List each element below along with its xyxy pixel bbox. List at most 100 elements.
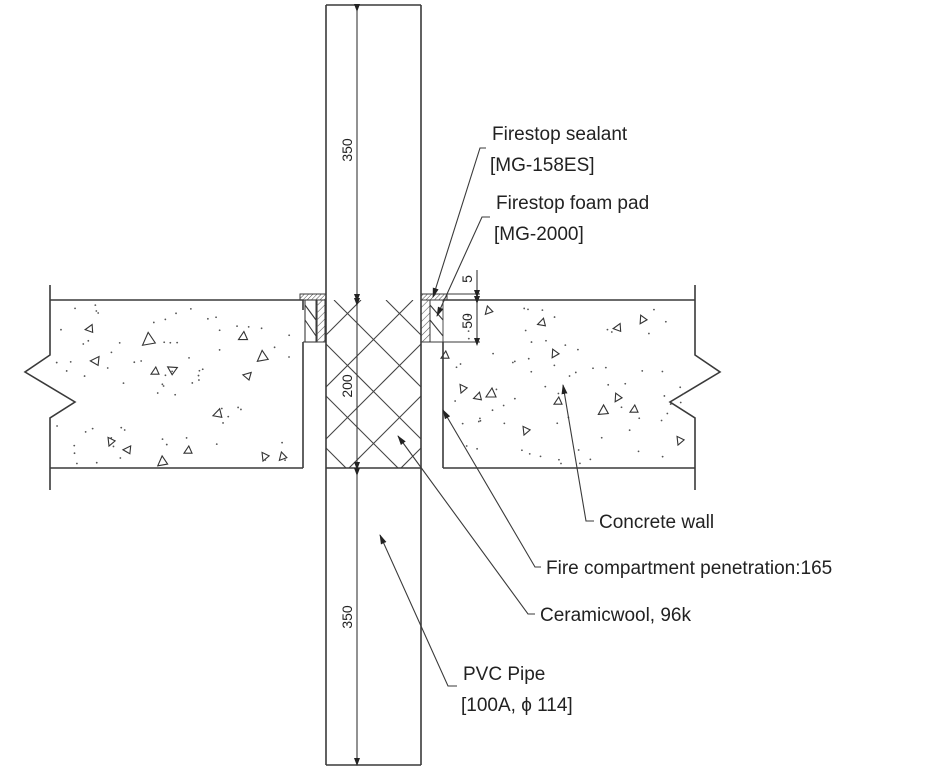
- aggregate-dot: [156, 392, 159, 394]
- crosshatch-line: [421, 300, 621, 500]
- aggregate-dot: [511, 361, 514, 364]
- aggregate-dot: [74, 307, 76, 310]
- aggregate-dot: [247, 325, 250, 328]
- dimension-sealant-value: 5: [459, 275, 475, 283]
- aggregate-dot: [284, 459, 286, 462]
- aggregate-dot: [503, 422, 506, 425]
- aggregate-dot: [663, 395, 666, 397]
- aggregate-dot: [110, 436, 113, 439]
- dimension-pipe-top-value: 350: [339, 138, 355, 162]
- aggregate-dot: [589, 458, 592, 461]
- aggregate-dot: [492, 352, 494, 355]
- aggregate-dot: [513, 397, 516, 400]
- aggregate-mark: [278, 450, 288, 462]
- aggregate-dot: [495, 388, 498, 391]
- aggregate-mark: [166, 366, 179, 376]
- label-pipe-spec: [100A, ϕ 114]: [461, 695, 573, 716]
- aggregate-dot: [467, 315, 469, 317]
- aggregate-dot: [162, 385, 165, 387]
- aggregate-dot: [174, 393, 177, 396]
- aggregate-dot: [94, 304, 97, 307]
- aggregate-dot: [84, 431, 87, 433]
- aggregate-dot: [669, 403, 672, 405]
- aggregate-mark: [472, 391, 483, 401]
- aggregate-mark: [552, 395, 563, 405]
- aggregate-dot: [169, 341, 172, 344]
- aggregate-dot: [465, 445, 468, 447]
- aggregate-dot: [161, 383, 164, 386]
- aggregate-mark: [211, 407, 223, 419]
- aggregate-dot: [648, 332, 650, 335]
- crosshatch-line: [0, 300, 153, 500]
- label-ceramicwool: Ceramicwool, 96k: [540, 605, 691, 626]
- crosshatch-line: [326, 300, 362, 336]
- aggregate-mark: [256, 349, 270, 363]
- crosshatch-line: [490, 300, 690, 500]
- aggregate-dot: [222, 422, 224, 424]
- crosshatch-line: [348, 395, 421, 468]
- aggregate-mark: [484, 386, 497, 398]
- callout-penetration: Fire compartment penetration:165: [442, 409, 832, 579]
- callout-concrete-wall: Concrete wall: [561, 384, 714, 533]
- aggregate-dot: [171, 370, 174, 373]
- aggregate-mark: [261, 451, 271, 463]
- dimension-foam-value: 50: [459, 313, 475, 329]
- aggregate-dot: [556, 422, 559, 425]
- aggregate-dot: [530, 341, 533, 343]
- aggregate-dot: [679, 401, 682, 404]
- aggregate-dot: [476, 447, 479, 450]
- aggregate-dot: [260, 327, 263, 330]
- aggregate-dot: [600, 436, 603, 439]
- aggregate-dot: [165, 443, 168, 446]
- aggregate-mark: [439, 349, 450, 359]
- aggregate-dot: [682, 392, 685, 395]
- aggregate-dot: [176, 341, 179, 344]
- aggregate-dot: [524, 329, 527, 332]
- aggregate-dot: [55, 361, 58, 364]
- aggregate-dot: [110, 351, 113, 354]
- aggregate-dot: [95, 461, 98, 464]
- aggregate-dot: [558, 458, 560, 461]
- crosshatch-line: [400, 447, 421, 468]
- aggregate-dot: [527, 357, 530, 360]
- aggregate-dot: [288, 356, 290, 358]
- aggregate-dot: [140, 360, 143, 362]
- aggregate-dot: [120, 426, 123, 429]
- label-pipe-name: PVC Pipe: [463, 664, 545, 685]
- aggregate-mark: [628, 403, 639, 413]
- aggregate-dot: [76, 462, 78, 465]
- aggregate-texture-right: [439, 304, 686, 465]
- aggregate-dot: [637, 450, 640, 453]
- aggregate-dot: [577, 449, 580, 451]
- aggregate-dot: [491, 409, 494, 412]
- aggregate-dot: [215, 316, 217, 319]
- aggregate-dot: [661, 370, 664, 373]
- label-foam-product: [MG-2000]: [494, 224, 584, 245]
- callout-firestop-foam-pad: Firestop foam pad [MG-2000]: [436, 193, 649, 317]
- aggregate-dot: [201, 368, 204, 371]
- aggregate-dot: [106, 367, 109, 369]
- aggregate-dot: [461, 422, 464, 425]
- dimension-pipe-bottom-value: 350: [339, 605, 355, 629]
- aggregate-dot: [227, 415, 230, 418]
- aggregate-dot: [220, 407, 223, 410]
- crosshatch-line: [109, 300, 309, 500]
- aggregate-dot: [628, 429, 631, 432]
- aggregate-dot: [65, 370, 68, 372]
- aggregate-dot: [73, 444, 76, 447]
- aggregate-mark: [107, 436, 117, 448]
- aggregate-dot: [188, 356, 190, 359]
- aggregate-mark: [237, 330, 249, 341]
- aggregate-dot: [527, 308, 529, 311]
- label-penetration: Fire compartment penetration:165: [546, 558, 832, 579]
- aggregate-dot: [545, 339, 547, 342]
- label-concrete-wall: Concrete wall: [599, 512, 714, 533]
- aggregate-dot: [56, 425, 58, 427]
- callout-ceramicwool: Ceramicwool, 96k: [397, 435, 691, 626]
- aggregate-mark: [551, 348, 561, 359]
- dimension-pipe-top: 350: [339, 4, 360, 302]
- aggregate-dot: [87, 339, 90, 342]
- aggregate-dot: [91, 427, 94, 430]
- ceramicwool-insulation: [0, 300, 690, 500]
